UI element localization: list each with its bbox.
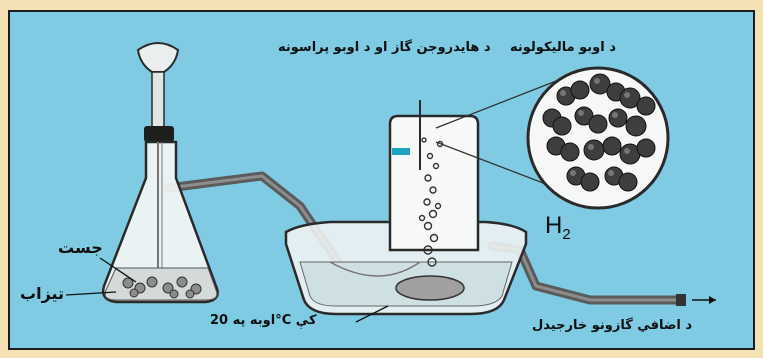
gas-jar [390, 100, 478, 266]
water-molecules-label: د اوبو مالیکولونه [510, 40, 616, 55]
water-temperature-label: اوبه په 20°C کې [210, 313, 317, 328]
h2-label: H2 [545, 212, 571, 243]
hydrogen-water-label: د هایدروجن گاز او د اوبو پراسونه [278, 40, 491, 55]
conical-flask [103, 43, 217, 302]
acid-label: تیزاب [20, 284, 64, 303]
exit-arrow-icon [692, 296, 716, 304]
excess-gas-label: د اضافي گازونو خارجیدل [532, 318, 692, 333]
molecule-magnifier [528, 68, 668, 208]
zinc-label: جست [58, 238, 103, 257]
